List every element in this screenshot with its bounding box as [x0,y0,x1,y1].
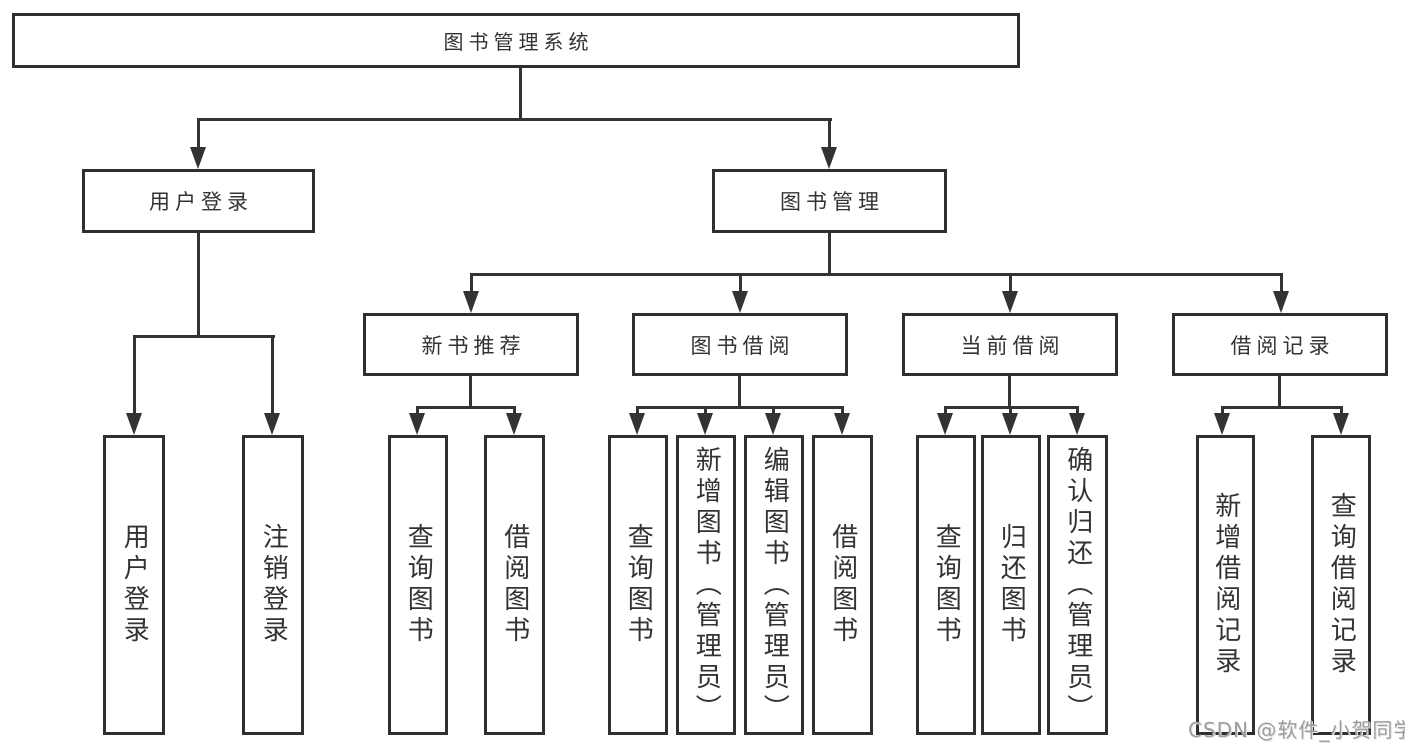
leaf-return-books: 归还图书 [981,435,1041,735]
arrow-down-icon [937,413,953,435]
leaf-user-login: 用户登录 [103,435,165,735]
leaf-label: 查询图书 [623,523,654,647]
watermark: CSDN @软件_小贺同学 [1188,718,1405,742]
connector-line [197,233,200,335]
arrow-down-icon [1002,291,1018,313]
leaf-label: 查询图书 [931,523,962,647]
arrow-down-icon [126,413,142,435]
node-label: 新书推荐 [421,333,526,358]
leaf-label: 用户登录 [119,523,150,647]
connector-line [133,335,275,338]
leaf-add-borrow-record: 新增借阅记录 [1196,435,1255,735]
connector-line [636,406,844,409]
leaf-label: 查询借阅记录 [1326,492,1357,678]
arrow-down-icon [264,413,280,435]
connector-line [1278,376,1281,406]
connector-line [513,406,516,415]
arrow-down-icon [697,413,713,435]
connector-line [1008,376,1011,406]
node-book-management: 图书管理 [712,169,947,233]
node-label: 当前借阅 [960,333,1065,358]
leaf-label: 注销登录 [258,523,289,647]
leaf-label: 确认归还（管理员） [1062,445,1093,725]
leaf-label: 借阅图书 [499,523,530,647]
node-label: 用户登录 [149,190,253,214]
connector-line [271,335,274,415]
leaf-label: 编辑图书（管理员） [759,445,790,725]
connector-line [841,406,844,415]
arrow-down-icon [409,413,425,435]
connector-line [704,406,707,415]
leaf-borrow-books-recommend: 借阅图书 [484,435,545,735]
arrow-down-icon [1002,413,1018,435]
leaf-query-books-borrowing: 查询图书 [608,435,668,735]
connector-line [828,233,831,273]
leaf-confirm-return-admin: 确认归还（管理员） [1047,435,1108,735]
leaf-query-books-recommend: 查询图书 [388,435,448,735]
leaf-label: 查询图书 [403,523,434,647]
leaf-label: 新增图书（管理员） [691,445,722,725]
arrow-down-icon [1214,413,1230,435]
node-user-login: 用户登录 [82,169,315,233]
arrow-down-icon [629,413,645,435]
node-label: 借阅记录 [1230,333,1335,358]
arrow-down-icon [765,413,781,435]
leaf-label: 新增借阅记录 [1210,492,1241,678]
connector-line [944,406,947,415]
leaf-query-borrow-record: 查询借阅记录 [1311,435,1371,735]
leaf-label: 归还图书 [996,523,1027,647]
connector-line [636,406,639,415]
node-book-borrowing: 图书借阅 [632,313,848,376]
arrow-down-icon [1273,291,1289,313]
connector-line [470,273,1283,276]
leaf-edit-books-admin: 编辑图书（管理员） [744,435,804,735]
connector-line [197,118,200,150]
connector-line [1009,406,1012,415]
node-root: 图书管理系统 [12,13,1020,68]
node-label: 图书管理 [780,190,884,214]
connector-line [470,273,473,293]
node-borrowing-records: 借阅记录 [1172,313,1388,376]
connector-line [1340,406,1343,415]
arrow-down-icon [190,147,206,169]
node-current-borrowing: 当前借阅 [902,313,1118,376]
leaf-borrow-books-borrowing: 借阅图书 [812,435,873,735]
connector-line [416,406,419,415]
connector-line [1076,406,1079,415]
arrow-down-icon [1069,413,1085,435]
connector-line [133,335,136,415]
arrow-down-icon [463,291,479,313]
arrow-down-icon [1333,413,1349,435]
connector-line [469,376,472,406]
node-label: 图书借阅 [690,333,795,358]
arrow-down-icon [506,413,522,435]
leaf-label: 借阅图书 [827,523,858,647]
connector-line [1009,273,1012,293]
arrow-down-icon [834,413,850,435]
arrow-down-icon [732,291,748,313]
leaf-logout-login: 注销登录 [242,435,304,735]
connector-line [1221,406,1224,415]
connector-line [197,118,832,121]
arrow-down-icon [821,147,837,169]
connector-line [828,118,831,150]
connector-line [1221,406,1343,409]
connector-line [739,273,742,293]
node-new-book-recommendation: 新书推荐 [363,313,579,376]
connector-line [519,66,522,118]
connector-line [416,406,516,409]
connector-line [772,406,775,415]
connector-line [738,376,741,406]
node-label: 图书管理系统 [443,30,594,54]
connector-line [1280,273,1283,293]
leaf-query-books-current: 查询图书 [916,435,976,735]
leaf-add-books-admin: 新增图书（管理员） [676,435,736,735]
